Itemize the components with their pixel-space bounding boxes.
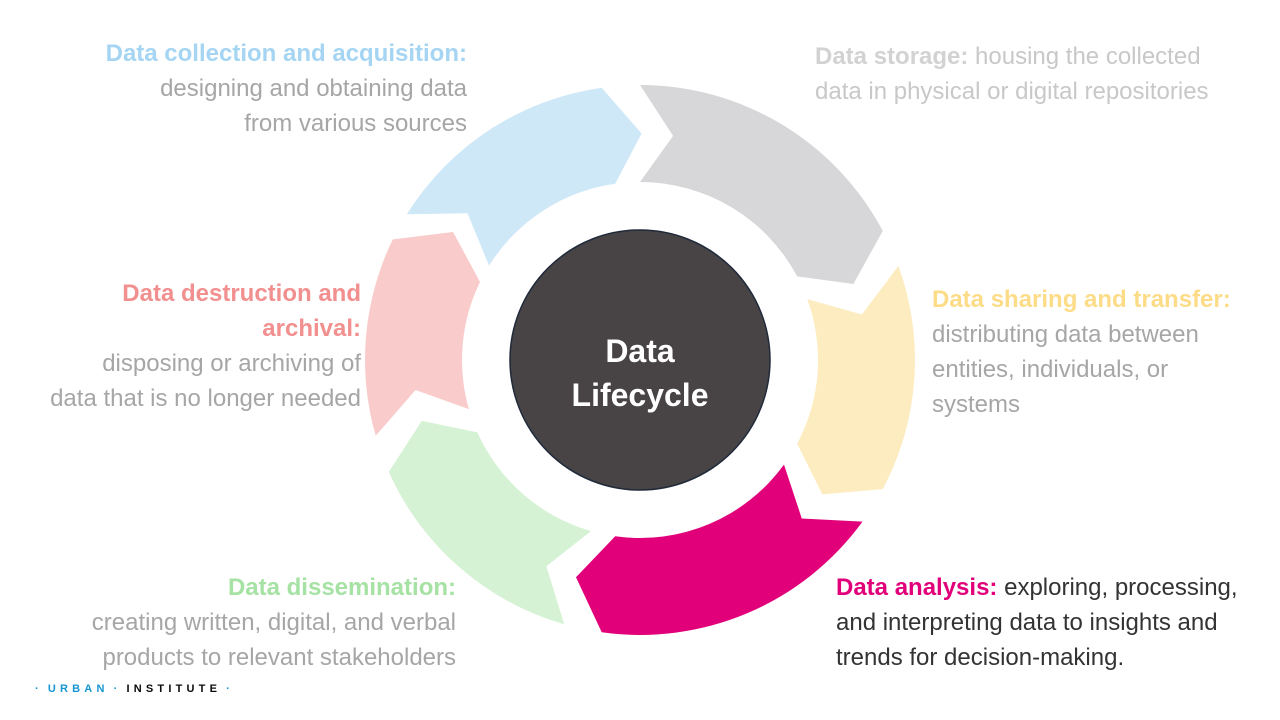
logo-dot: · <box>35 683 43 695</box>
stage-dissemination-body-line-2: products to relevant stakeholders <box>102 644 456 671</box>
urban-institute-logo: · URBAN · INSTITUTE · <box>30 683 239 695</box>
center-title: Data Lifecycle <box>510 255 770 490</box>
stage-storage: Data storage: housing the collected data… <box>815 39 1275 109</box>
stage-storage-body-line-2: data in physical or digital repositories <box>815 78 1209 105</box>
stage-collection: Data collection and acquisition: designi… <box>60 36 467 141</box>
stage-collection-body-line-1: designing and obtaining data <box>160 75 467 102</box>
stage-storage-body-line-1: housing the collected <box>968 43 1201 70</box>
logo-institute: INSTITUTE <box>126 683 222 695</box>
stage-sharing-title: Data sharing and transfer: <box>932 286 1231 313</box>
center-title-line-2: Lifecycle <box>571 376 709 413</box>
logo-dot: · <box>113 683 122 695</box>
stage-destruction: Data destruction and archival: disposing… <box>10 276 361 416</box>
stage-destruction-title-line-1: Data destruction and <box>122 280 361 307</box>
arrow-segment-sharing <box>797 265 915 495</box>
stage-analysis-body-line-2: and interpreting data to insights and <box>836 609 1218 636</box>
arrow-segment-storage <box>640 85 883 284</box>
stage-sharing-body-line-2: entities, individuals, or <box>932 356 1169 383</box>
stage-destruction-body-line-2: data that is no longer needed <box>50 385 361 412</box>
stage-sharing-body-line-1: distributing data between <box>932 321 1199 348</box>
logo-urban: URBAN <box>47 683 109 695</box>
arrow-segment-dissemination <box>388 420 591 625</box>
stage-analysis-body-line-3: trends for decision-making. <box>836 644 1125 671</box>
center-title-line-1: Data <box>605 332 675 369</box>
arrow-segment-collection <box>406 87 642 266</box>
center-circle <box>509 229 771 491</box>
stage-destruction-body-line-1: disposing or archiving of <box>102 350 361 377</box>
stage-dissemination: Data dissemination: creating written, di… <box>30 570 456 675</box>
stage-analysis-title: Data analysis: <box>836 574 998 601</box>
stage-collection-title: Data collection and acquisition: <box>105 40 467 67</box>
arrow-segment-destruction <box>365 232 480 436</box>
arrow-segment-analysis <box>576 464 863 635</box>
stage-storage-title: Data storage: <box>815 43 969 70</box>
stage-collection-body-line-2: from various sources <box>244 110 467 137</box>
stage-sharing-body-line-3: systems <box>932 391 1021 418</box>
arrow-ring <box>365 85 915 635</box>
stage-dissemination-body-line-1: creating written, digital, and verbal <box>91 609 456 636</box>
logo-dot: · <box>226 683 234 695</box>
stage-destruction-title-line-2: archival: <box>262 315 361 342</box>
stage-dissemination-title: Data dissemination: <box>227 574 456 601</box>
stage-sharing: Data sharing and transfer: distributing … <box>932 282 1272 422</box>
stage-analysis: Data analysis: exploring, processing, an… <box>836 570 1276 675</box>
stage-analysis-body-line-1: exploring, processing, <box>997 574 1238 601</box>
